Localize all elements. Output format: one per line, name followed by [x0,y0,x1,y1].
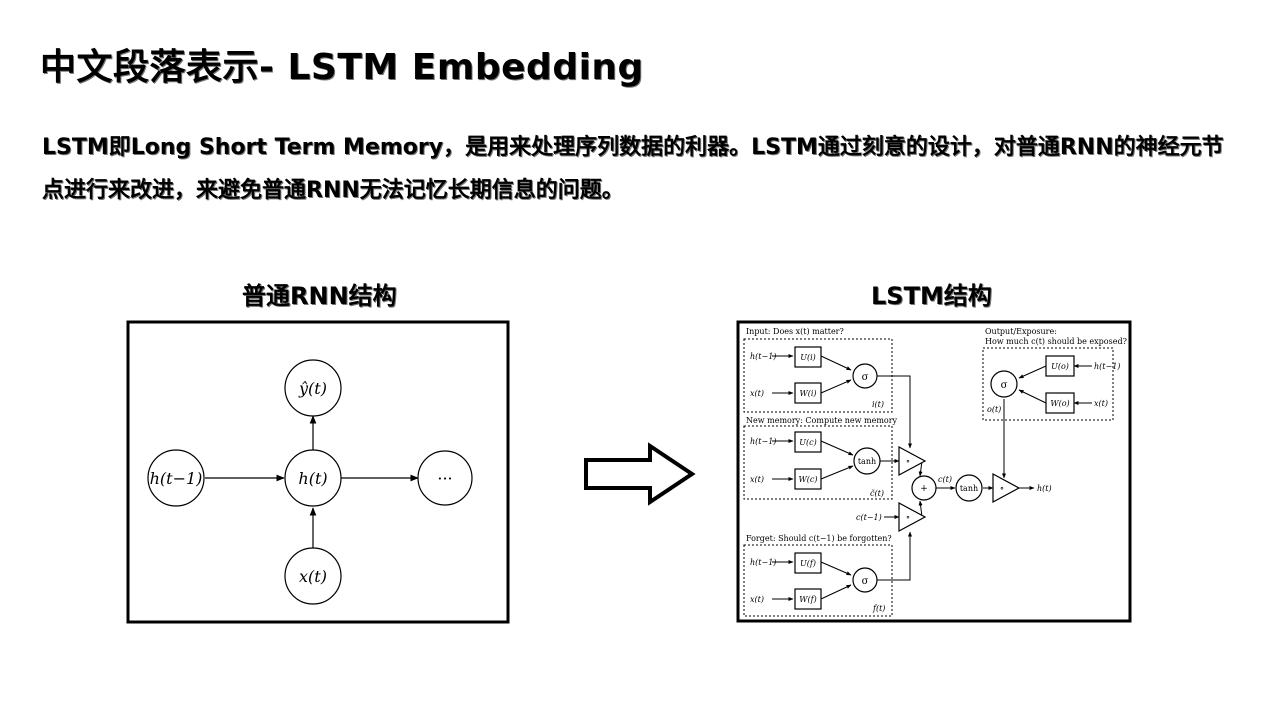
output-w-box [1045,392,1075,414]
paragraph-line-2: 点进行来改进，来避免普通RNN无法记忆长期信息的问题。 [42,178,624,203]
input-sigma-label: σ [862,372,869,383]
new-memory-label: New memory: Compute new memory [746,416,898,425]
output-mul-node [992,472,1021,504]
forget-x-in: x(t) [750,595,764,604]
input-u-label: U(i) [800,353,816,362]
input-gate-label: Input: Does x(t) matter? [746,327,844,336]
label-h-prev: h(t−1) [150,469,203,488]
lstm-caption: LSTM结构 [871,282,992,310]
memory-x-in: x(t) [750,475,764,484]
new-memory-box [743,425,893,500]
rnn-diagram: h(t−1) h(t) ŷ(t) x(t) ··· [126,320,510,624]
intro-paragraph: LSTM即Long Short Term Memory，是用来处理序列数据的利器… [42,126,1262,212]
slide-title: 中文段落表示- LSTM Embedding [40,47,644,88]
output-sigma-label: σ [1001,380,1008,391]
label-next: ··· [437,469,452,488]
cell-tanh-label: tanh [960,484,978,493]
forget-w-box [794,588,822,610]
forget-u-label: U(f) [800,559,816,568]
input-gate-out: i(t) [872,400,884,409]
node-next [417,450,473,506]
node-h-prev [147,449,205,507]
output-sigma-node [990,370,1018,398]
memory-u-box [794,431,822,453]
forget-gate-label: Forget: Should c(t−1) be forgotten? [746,534,892,543]
label-x-t: x(t) [299,567,327,586]
output-w-label: W(o) [1050,399,1069,408]
memory-out: c̃(t) [870,489,884,498]
input-mul-label: ∘ [906,457,910,467]
forget-h-in: h(t−1) [750,558,776,567]
forget-gate-out: f(t) [872,604,885,613]
input-u-box [794,346,822,368]
forget-sigma-label: σ [862,576,869,587]
output-u-label: U(o) [1051,362,1069,371]
forget-mul-node [898,501,927,533]
sum-label: + [920,484,928,494]
sum-node [911,475,937,501]
paragraph-line-1: LSTM即Long Short Term Memory，是用来处理序列数据的利器… [42,135,1224,160]
forget-sigma-node [852,567,878,593]
memory-tanh-label: tanh [858,457,876,466]
forget-gate-box [743,544,893,617]
node-h-t [284,449,342,507]
memory-u-label: U(c) [799,438,816,447]
node-y-hat [284,359,342,417]
memory-w-label: W(c) [799,475,818,484]
output-gate-box [982,347,1114,421]
right-arrow-icon [584,442,696,506]
memory-w-box [794,468,822,490]
lstm-diagram: Input: Does x(t) matter? New memory: Com… [736,320,1132,623]
cell-tanh-node [955,474,983,502]
output-h-in: h(t−1) [1094,362,1120,371]
forget-w-label: W(f) [799,595,816,604]
c-t-label: c(t) [938,475,952,484]
label-y-hat: ŷ(t) [298,379,327,398]
node-x-t [284,547,342,605]
output-gate-label-2: How much c(t) should be exposed? [985,337,1127,346]
input-w-box [794,382,822,404]
output-gate-label-1: Output/Exposure: [985,327,1057,336]
memory-tanh-node [853,447,881,475]
label-h-t: h(t) [298,469,327,488]
input-x-in: x(t) [750,389,764,398]
output-u-box [1045,355,1075,377]
input-h-in: h(t−1) [750,352,776,361]
output-x-in: x(t) [1094,399,1108,408]
output-mul-label: ∘ [1000,484,1004,494]
h-out-label: h(t) [1037,484,1052,493]
input-w-label: W(i) [799,389,816,398]
input-mul-node [898,445,927,477]
memory-h-in: h(t−1) [750,437,776,446]
input-sigma-node [852,363,878,389]
rnn-caption: 普通RNN结构 [242,282,397,310]
output-gate-out: o(t) [987,405,1001,414]
forget-u-box [794,552,822,574]
c-prev-label: c(t−1) [856,513,882,522]
forget-mul-label: ∘ [906,513,910,523]
